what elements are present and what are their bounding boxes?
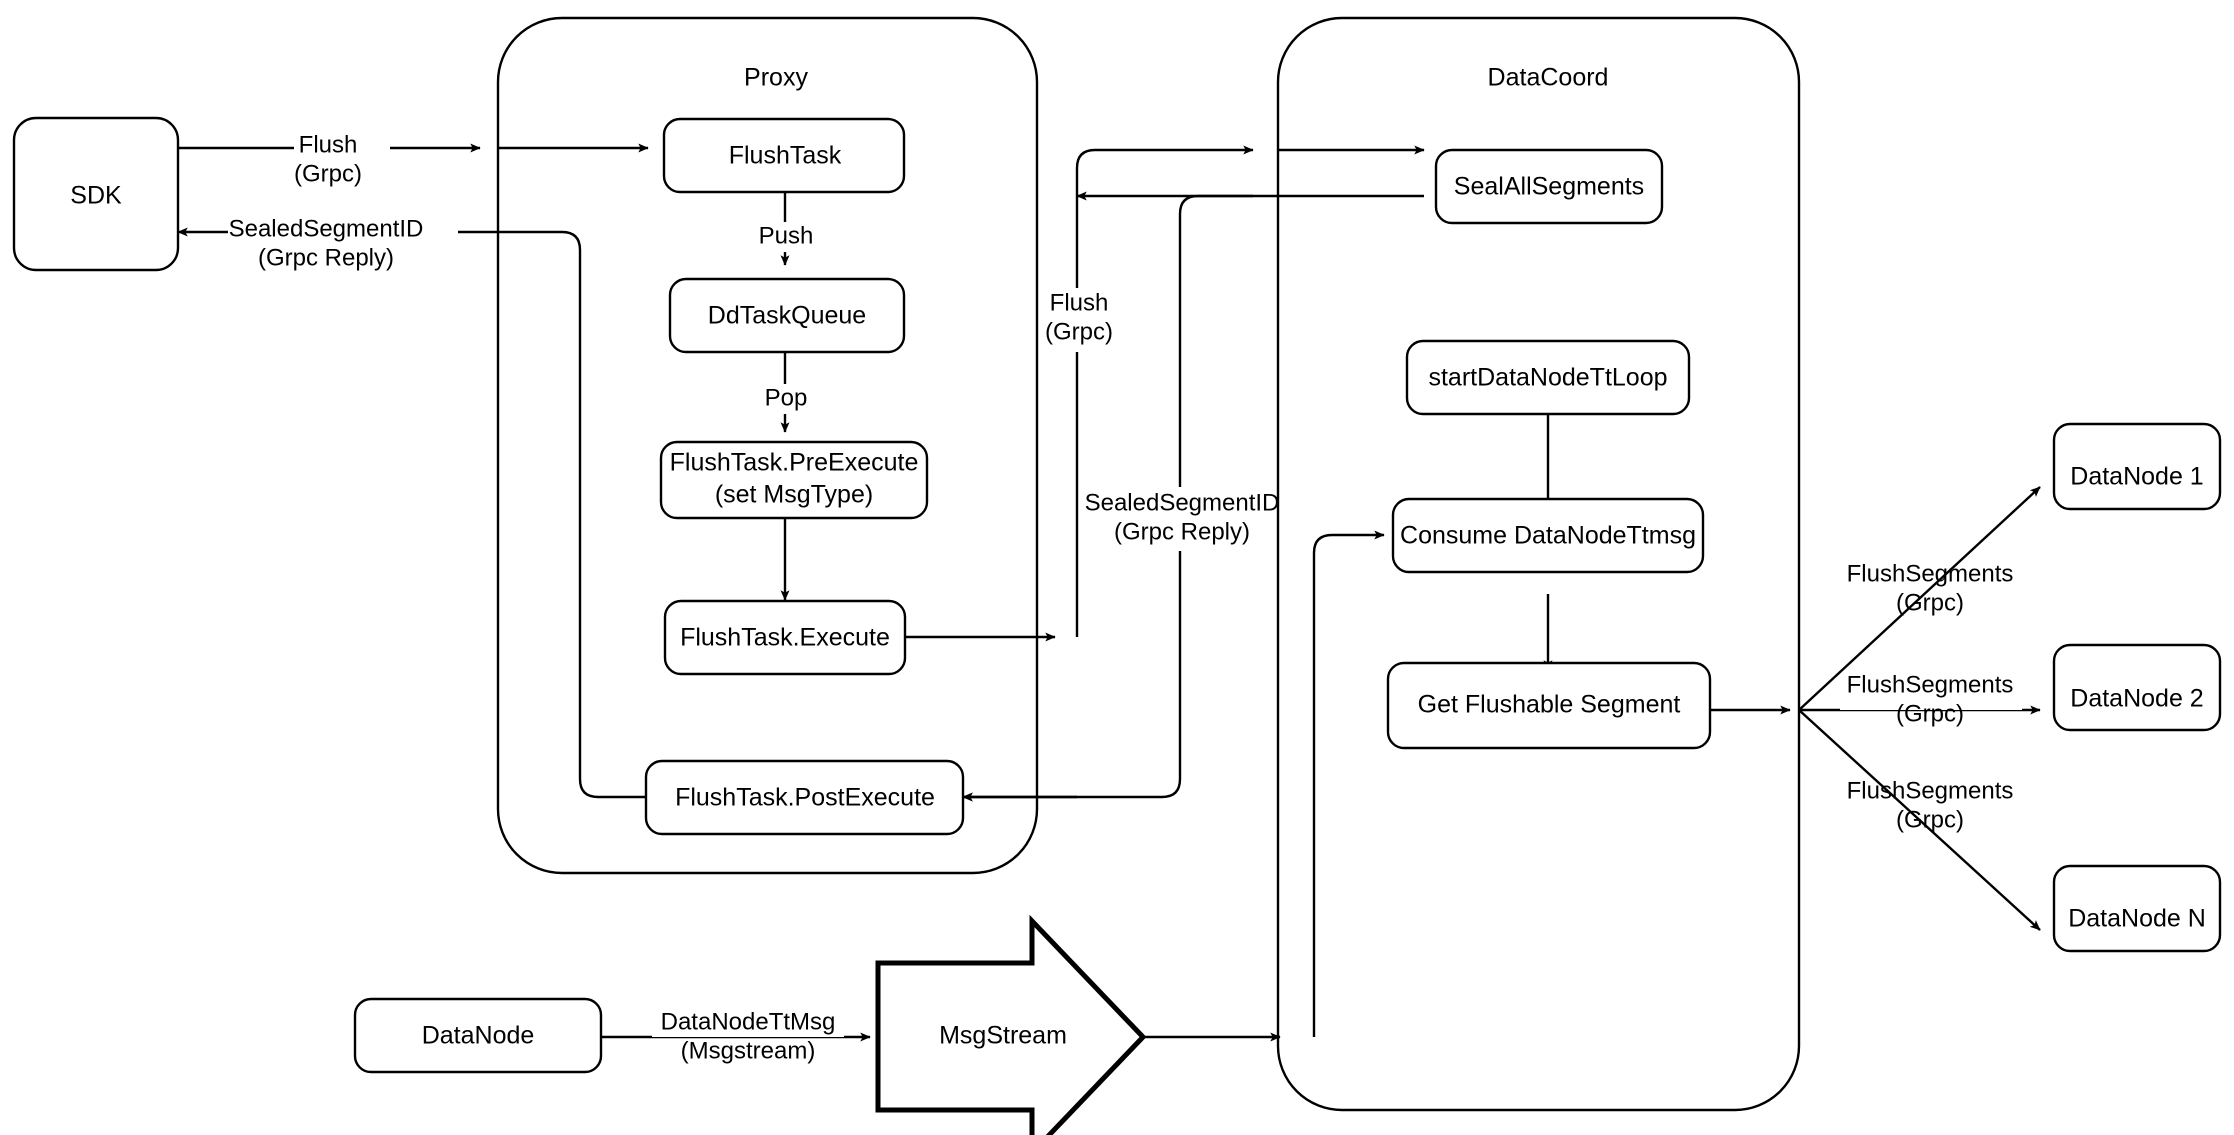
edge-label-group: Flush (Grpc) SealedSegmentID (Grpc Reply… bbox=[228, 129, 2022, 1064]
postexecute-label: FlushTask.PostExecute bbox=[675, 784, 935, 812]
getflushablesegment-box[interactable] bbox=[1386, 661, 1712, 750]
datacoord-group-label: DataCoord bbox=[1488, 64, 1609, 92]
group-proxy: Proxy bbox=[496, 16, 1039, 875]
proxy-group-label: Proxy bbox=[744, 64, 808, 92]
node-sdk[interactable]: SDK bbox=[12, 116, 180, 272]
label-coord-reply-line1: SealedSegmentID bbox=[1085, 489, 1280, 516]
label-bg-flushsegments-2 bbox=[1840, 680, 2022, 710]
label-pop: Pop bbox=[765, 384, 808, 411]
consumedatanodettmsg-box[interactable] bbox=[1391, 497, 1705, 574]
node-execute[interactable]: FlushTask.Execute bbox=[663, 599, 907, 676]
node-pre-execute[interactable]: FlushTask.PreExecute (set MsgType) bbox=[659, 440, 929, 520]
label-coord-flush-line1: Flush bbox=[1050, 289, 1109, 316]
edge-postexecute-to-reply-rail bbox=[516, 230, 646, 799]
datanode1-label: DataNode 1 bbox=[2070, 463, 2203, 491]
node-seal-all-segments[interactable]: SealAllSegments bbox=[1434, 148, 1664, 225]
label-bg-flush-coord bbox=[1040, 288, 1132, 352]
label-sdk-reply-line2: (Grpc Reply) bbox=[258, 244, 394, 271]
label-push: Push bbox=[759, 222, 814, 249]
preexecute-label-line2: (set MsgType) bbox=[715, 481, 873, 509]
edge-junction-to-datanode1 bbox=[1798, 486, 2041, 711]
label-flushsegments-n-line1: FlushSegments bbox=[1847, 777, 2014, 804]
label-flushsegments-n-line2: (Grpc) bbox=[1896, 806, 1964, 833]
datanode-source-label: DataNode bbox=[422, 1022, 535, 1050]
startdatanodettloop-label: startDataNodeTtLoop bbox=[1428, 364, 1667, 392]
flushtask-box[interactable] bbox=[662, 117, 906, 194]
group-datacoord: DataCoord bbox=[1276, 16, 1801, 1112]
sdk-box[interactable] bbox=[12, 116, 180, 272]
node-datanode-1[interactable]: DataNode 1 bbox=[2052, 422, 2222, 511]
datanode2-box[interactable] bbox=[2052, 643, 2222, 732]
label-bg-sealedsegmentid-coord bbox=[1090, 487, 1272, 551]
label-coord-reply-line2: (Grpc Reply) bbox=[1114, 518, 1250, 545]
postexecute-box[interactable] bbox=[644, 759, 965, 836]
preexecute-label-line1: FlushTask.PreExecute bbox=[670, 449, 919, 477]
label-flushsegments-1-line1: FlushSegments bbox=[1847, 560, 2014, 587]
node-dd-task-queue[interactable]: DdTaskQueue bbox=[668, 277, 906, 354]
label-ttmsg-line1: DataNodeTtMsg bbox=[661, 1008, 836, 1035]
label-ttmsg-line2: (Msgstream) bbox=[681, 1037, 816, 1064]
label-sdk-flush-line2: (Grpc) bbox=[294, 160, 362, 187]
label-bg-pop bbox=[754, 384, 818, 414]
execute-box[interactable] bbox=[663, 599, 907, 676]
node-get-flushable-segment[interactable]: Get Flushable Segment bbox=[1386, 661, 1712, 750]
sealallsegments-label: SealAllSegments bbox=[1454, 173, 1644, 201]
getflushablesegment-label: Get Flushable Segment bbox=[1418, 691, 1681, 719]
node-post-execute[interactable]: FlushTask.PostExecute bbox=[644, 759, 965, 836]
startdatanodettloop-box[interactable] bbox=[1405, 339, 1691, 416]
sdk-label: SDK bbox=[70, 182, 122, 210]
label-bg-push bbox=[750, 222, 822, 252]
datanoden-box[interactable] bbox=[2052, 864, 2222, 953]
edge-junction-to-datanoden bbox=[1798, 709, 2041, 931]
node-start-tt-loop[interactable]: startDataNodeTtLoop bbox=[1405, 339, 1691, 416]
node-datanode-n[interactable]: DataNode N bbox=[2052, 864, 2222, 953]
proxy-container-border bbox=[496, 16, 1039, 875]
label-flushsegments-2-line2: (Grpc) bbox=[1896, 700, 1964, 727]
ddtaskqueue-box[interactable] bbox=[668, 277, 906, 354]
label-sdk-flush-line1: Flush bbox=[299, 131, 358, 158]
node-flush-task[interactable]: FlushTask bbox=[662, 117, 906, 194]
node-datanode-2[interactable]: DataNode 2 bbox=[2052, 643, 2222, 732]
sealallsegments-box[interactable] bbox=[1434, 148, 1664, 225]
datanoden-label: DataNode N bbox=[2068, 905, 2206, 933]
execute-label: FlushTask.Execute bbox=[680, 624, 890, 652]
datacoord-container-border bbox=[1276, 16, 1801, 1112]
label-bg-flush-grpc bbox=[294, 129, 390, 161]
node-datanode-source[interactable]: DataNode bbox=[353, 997, 603, 1074]
msgstream-arrow-shape[interactable] bbox=[875, 914, 1147, 1135]
label-bg-datanodettmsg bbox=[652, 1007, 844, 1037]
flushtask-label: FlushTask bbox=[729, 142, 842, 170]
node-consume-tt-msg[interactable]: Consume DataNodeTtmsg bbox=[1391, 497, 1705, 574]
edge-flush-rail-to-datacoord bbox=[1075, 145, 1254, 637]
edge-bottomrail-to-consume bbox=[1312, 530, 1385, 1037]
label-bg-sealedsegmentid bbox=[228, 213, 458, 245]
msgstream-label: MsgStream bbox=[939, 1022, 1067, 1050]
consumedatanodettmsg-label: Consume DataNodeTtmsg bbox=[1400, 522, 1696, 550]
preexecute-box[interactable] bbox=[659, 440, 929, 520]
datanode-source-box[interactable] bbox=[353, 997, 603, 1074]
datanode2-label: DataNode 2 bbox=[2070, 685, 2203, 713]
ddtaskqueue-label: DdTaskQueue bbox=[708, 302, 866, 330]
label-flushsegments-2-line1: FlushSegments bbox=[1847, 671, 2014, 698]
node-msgstream[interactable]: MsgStream bbox=[875, 914, 1147, 1135]
label-sdk-reply-line1: SealedSegmentID bbox=[229, 215, 424, 242]
label-coord-flush-line2: (Grpc) bbox=[1045, 318, 1113, 345]
datanode1-box[interactable] bbox=[2052, 422, 2222, 511]
label-flushsegments-1-line2: (Grpc) bbox=[1896, 589, 1964, 616]
